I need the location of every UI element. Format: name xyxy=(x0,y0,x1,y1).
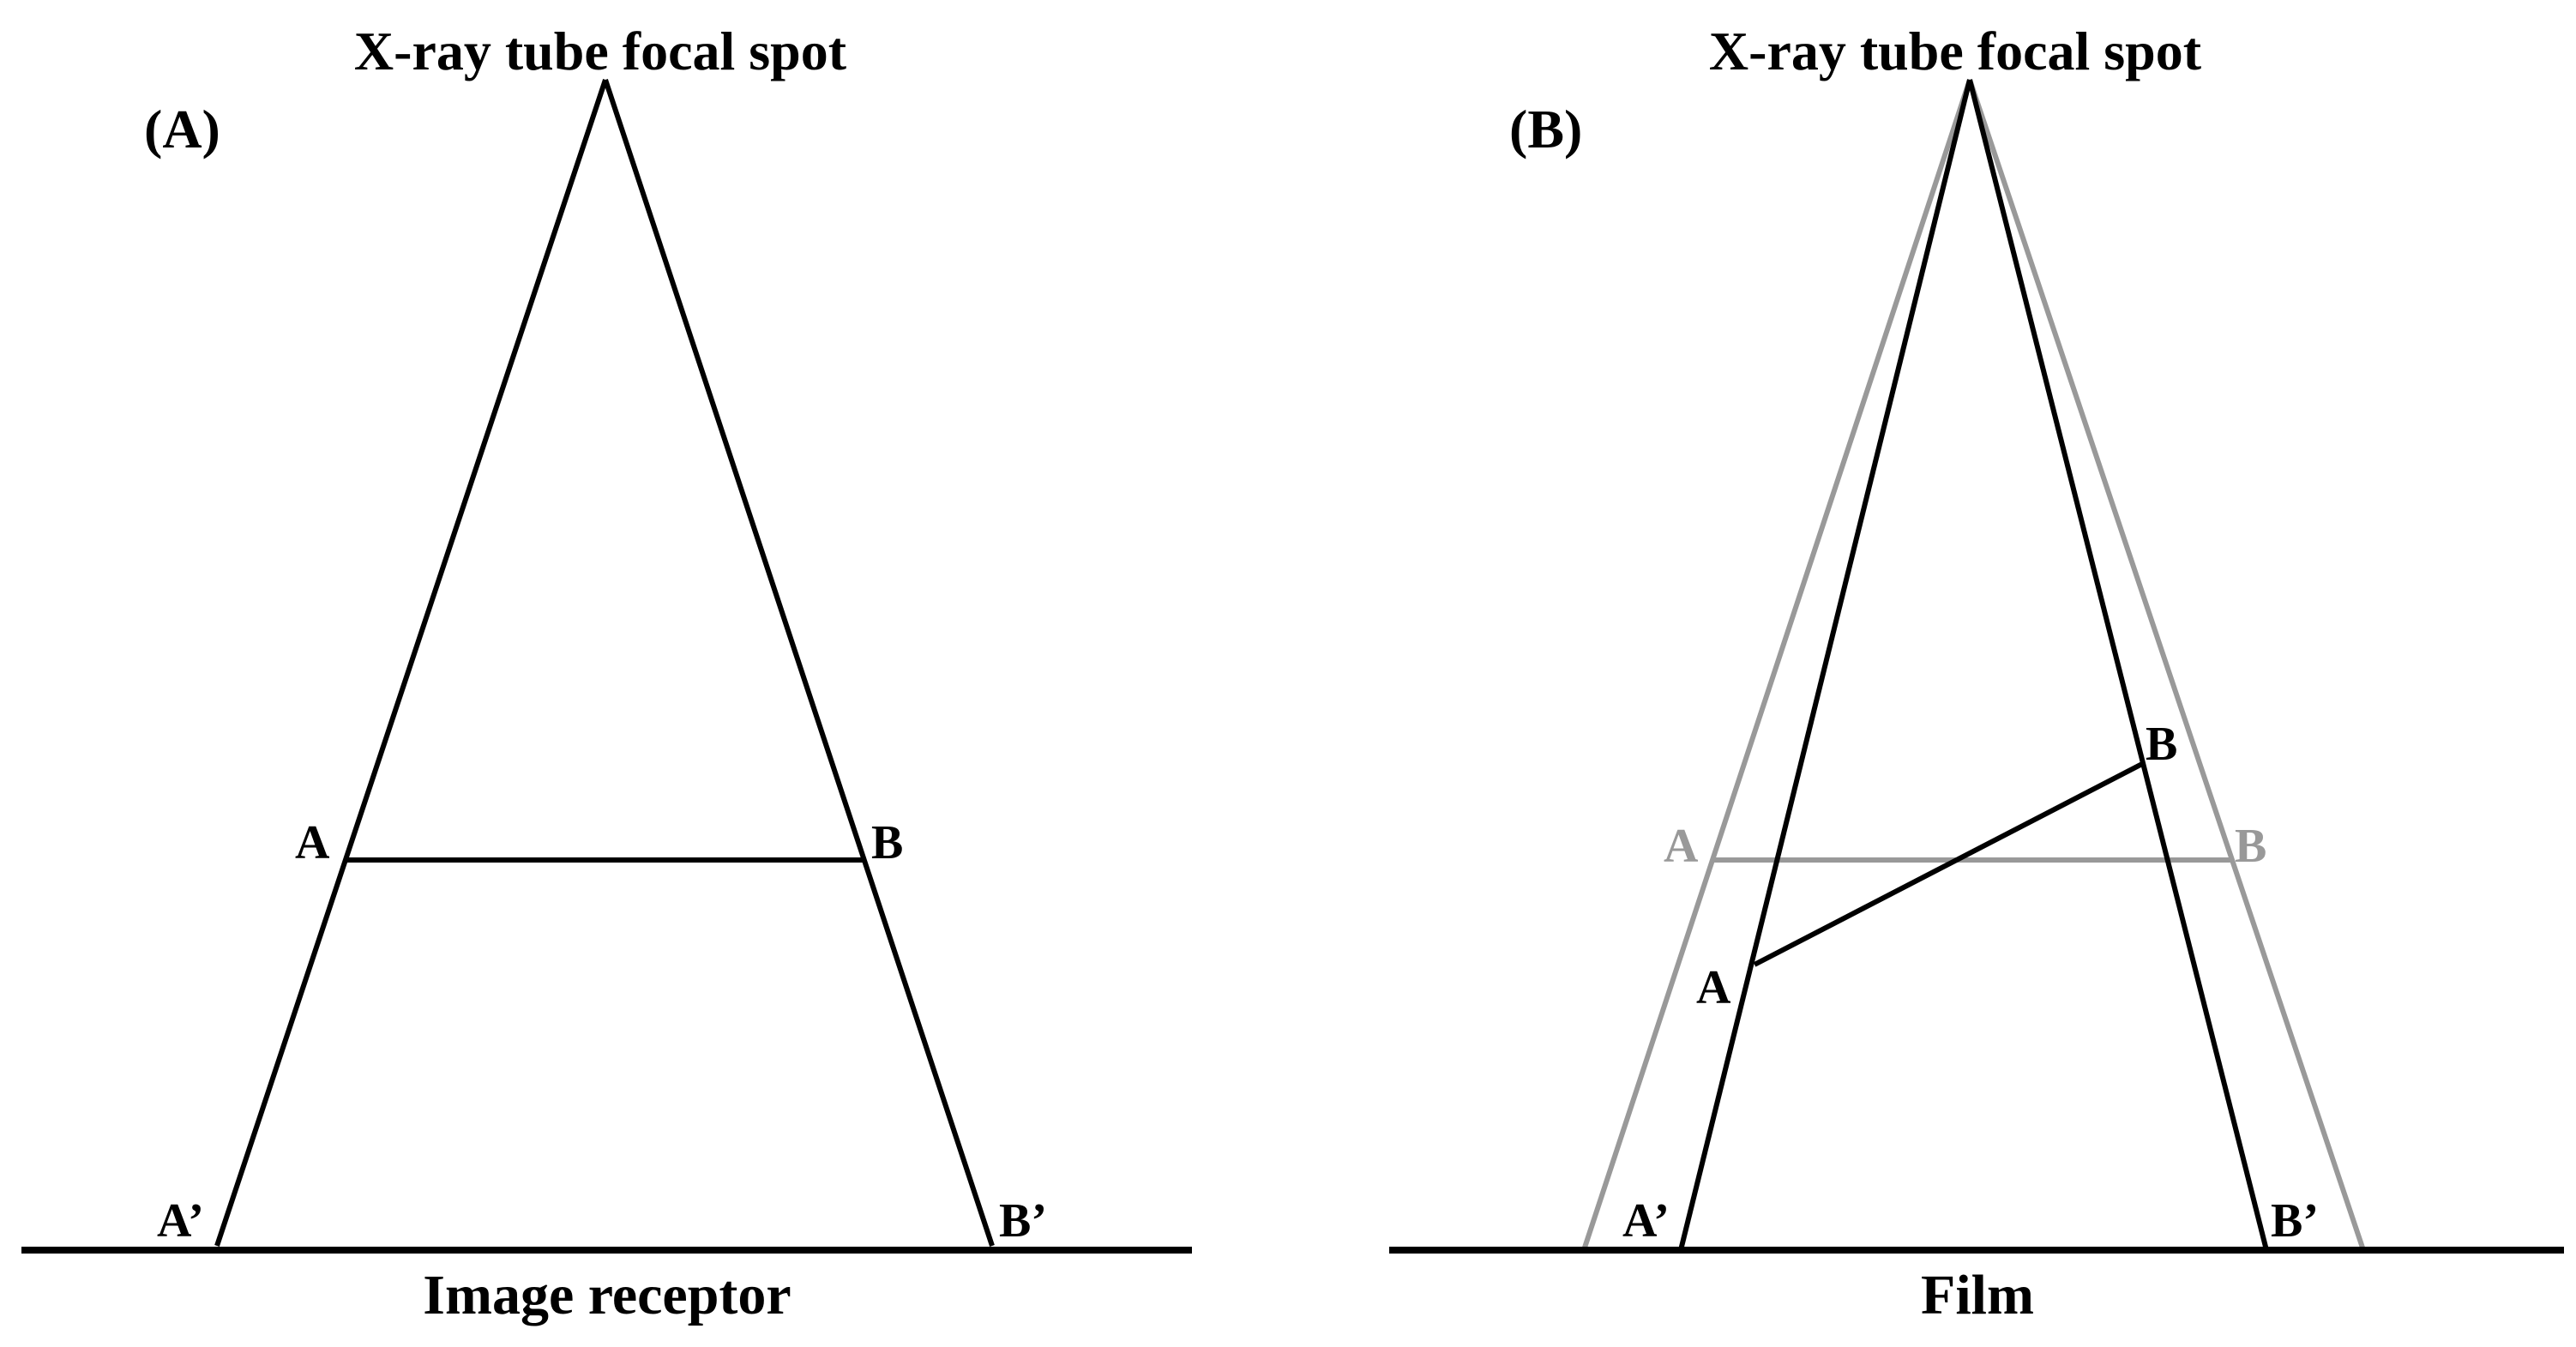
panel-a-right-ray xyxy=(603,79,995,1247)
panel-a-projection-b-label: B’ xyxy=(999,1194,1047,1248)
panel-b-gray-right-ray xyxy=(1967,79,2366,1251)
panel-a-label: (A) xyxy=(144,99,220,159)
panel-b-tilted-object-ab xyxy=(1753,761,2144,967)
panel-a-point-b-label: B xyxy=(871,816,903,869)
panel-b-gray-point-a-label: A xyxy=(1664,820,1699,873)
panel-a-focal-spot-title: X-ray tube focal spot xyxy=(354,21,847,81)
panel-a-point-a-label: A xyxy=(295,816,330,869)
panel-a-image-receptor-label: Image receptor xyxy=(423,1264,791,1326)
panel-b-projection-b-label: B’ xyxy=(2271,1194,2319,1248)
panel-b-film-label: Film xyxy=(1921,1264,2034,1326)
panel-b-gray-point-b-label: B xyxy=(2235,820,2266,873)
panel-b-projection-a-label: A’ xyxy=(1622,1194,1670,1248)
panel-b-point-a-label: A xyxy=(1696,961,1731,1014)
panel-a-left-ray xyxy=(214,79,608,1247)
panel-b-left-ray xyxy=(1678,79,1972,1251)
panel-b-label: (B) xyxy=(1509,99,1582,159)
panel-b-right-ray xyxy=(1967,79,2269,1251)
panel-b: X-ray tube focal spot (B) A B B A A’ B’ … xyxy=(1389,21,2564,1326)
panel-a: X-ray tube focal spot (A) A B A’ B’ Imag… xyxy=(21,21,1192,1326)
panel-a-projection-a-label: A’ xyxy=(157,1194,204,1248)
panel-b-focal-spot-title: X-ray tube focal spot xyxy=(1709,21,2202,81)
panel-b-gray-left-ray xyxy=(1581,79,1972,1251)
panel-b-point-b-label: B xyxy=(2146,718,2177,771)
